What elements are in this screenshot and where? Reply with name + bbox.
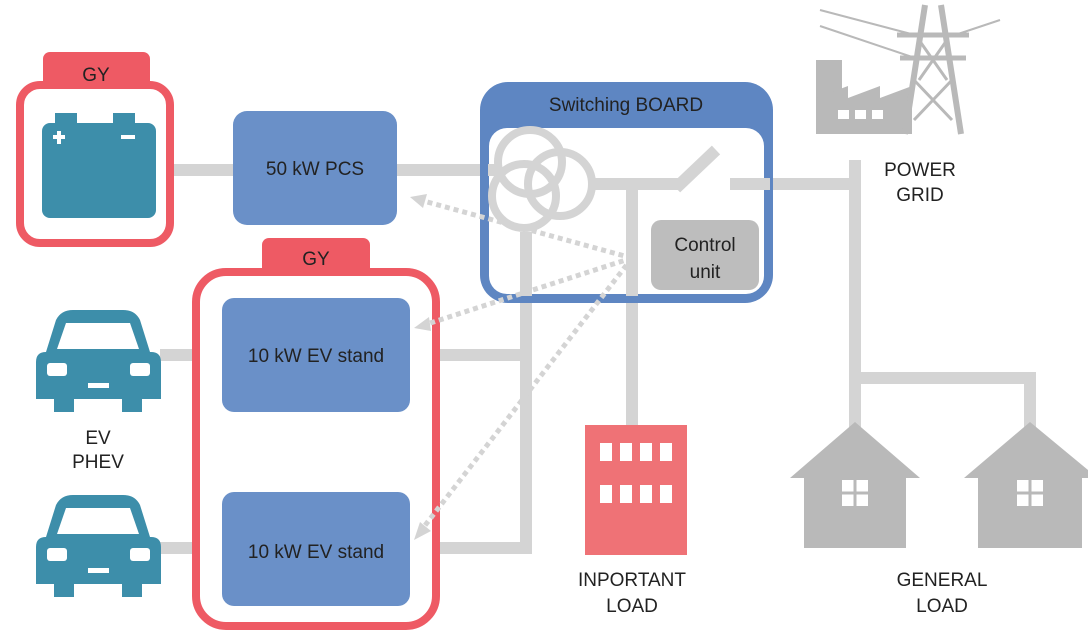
ev-group-tag: GY <box>302 249 330 270</box>
signal-to-pcs <box>419 197 633 261</box>
signal-arrowheads <box>410 194 431 540</box>
control-unit-line2: unit <box>690 262 721 283</box>
power-grid-label-line2: GRID <box>896 185 944 206</box>
control-unit-box <box>651 220 759 290</box>
switching-board: Switching BOARD Control unit <box>480 82 773 303</box>
ev-label-line1: EV <box>85 428 111 449</box>
important-load-label-line2: LOAD <box>606 596 658 617</box>
switch-icon <box>671 145 770 193</box>
pcs-label: 50 kW PCS <box>266 159 364 180</box>
pcs-box: 50 kW PCS <box>233 111 397 225</box>
general-load-label-line1: GENERAL <box>897 570 988 591</box>
signal-to-ev-stand-2 <box>421 256 634 530</box>
house-icon <box>964 422 1088 548</box>
ev-stand-1: 10 kW EV stand <box>222 298 410 412</box>
battery-icon <box>42 113 156 218</box>
factory-icon <box>816 60 912 134</box>
car-icon <box>36 310 161 412</box>
important-load: INPORTANT LOAD <box>578 425 687 617</box>
power-grid-label-line1: POWER <box>884 160 956 181</box>
general-load-label-line2: LOAD <box>916 596 968 617</box>
control-signal-arrows <box>419 197 634 530</box>
switching-board-title: Switching BOARD <box>549 95 703 116</box>
ev-stand-2: 10 kW EV stand <box>222 492 410 606</box>
battery-group-tag: GY <box>82 65 110 86</box>
important-load-label-line1: INPORTANT <box>578 570 686 591</box>
office-building-icon <box>585 425 687 555</box>
pylon-icon <box>819 4 1001 135</box>
control-unit-line1: Control <box>674 235 735 256</box>
car-icon <box>36 495 161 597</box>
ev-group: GY 10 kW EV stand 10 kW EV stand <box>192 238 440 630</box>
power-grid: POWER GRID <box>816 4 1001 206</box>
ev-label-line2: PHEV <box>72 452 124 473</box>
ev-stand-2-label: 10 kW EV stand <box>248 542 384 563</box>
house-icon <box>790 422 920 548</box>
signal-to-ev-stand-1 <box>423 255 633 328</box>
ev-stand-1-label: 10 kW EV stand <box>248 346 384 367</box>
battery-group: GY <box>16 52 174 247</box>
general-load: GENERAL LOAD <box>790 422 1088 617</box>
